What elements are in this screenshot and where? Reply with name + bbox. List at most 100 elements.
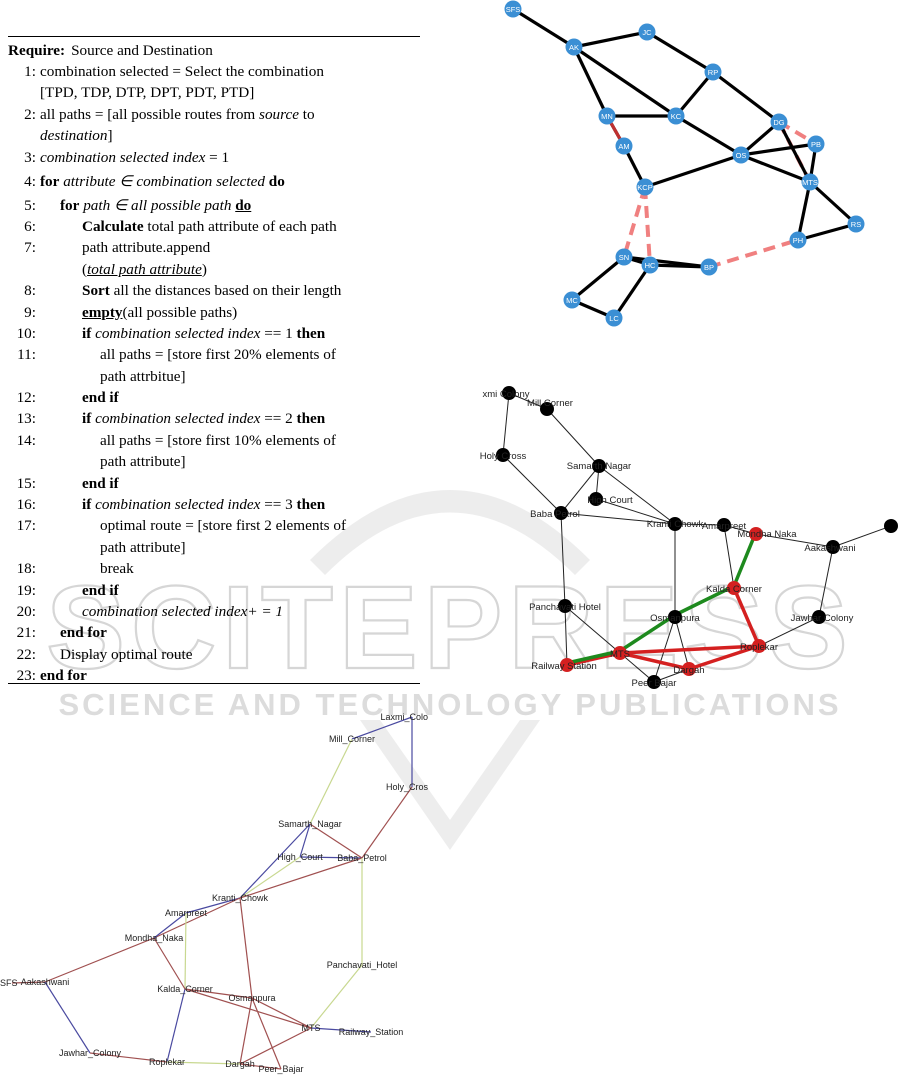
graph-mid-edge xyxy=(595,498,676,525)
graph-mid-node xyxy=(812,610,826,624)
graph-top-node-label: KCP xyxy=(637,183,652,192)
line-text: all paths = [store first 10% elements of xyxy=(100,430,336,451)
line-segment: end if xyxy=(82,581,119,599)
graph-mid-node xyxy=(558,599,572,613)
graph-top-node-label: PB xyxy=(811,140,821,149)
graph-bottom-node-label: Mondha_Naka xyxy=(125,933,184,943)
line-text: end for xyxy=(60,622,107,643)
graph-mid-edge xyxy=(560,512,676,525)
line-segment: == 2 xyxy=(264,410,297,428)
line-segment: combination selected index xyxy=(91,410,265,428)
graph-top-node xyxy=(504,0,522,18)
graph-bottom-edge xyxy=(309,738,353,825)
graph-bottom-edge xyxy=(239,857,363,899)
graph-top-edge xyxy=(573,45,677,118)
line-number: 13: xyxy=(16,410,36,428)
graph-top-edge xyxy=(512,7,575,49)
require-text: Source and Destination xyxy=(71,42,213,59)
graph-bottom-node-label: Aakashwani xyxy=(21,977,70,987)
line-segment: do xyxy=(235,196,252,214)
line-number: 1: xyxy=(24,63,36,80)
line-segment: end if xyxy=(82,474,119,492)
graph-top-edge xyxy=(572,46,609,117)
graph-mid-node-label: Holy Cross xyxy=(480,451,527,462)
graph-top-edge xyxy=(674,70,715,118)
line-segment: if xyxy=(82,496,92,514)
line-segment: path attrbitue] xyxy=(100,367,186,385)
algorithm-line: 3:combination selected index = 1 xyxy=(8,147,420,171)
graph-mid-red-route xyxy=(619,644,760,655)
graph-bottom-edge xyxy=(239,1027,312,1065)
graph-mid-node-label: xmi Colony xyxy=(483,389,530,400)
algorithm-line: 8:Sort all the distances based on their … xyxy=(8,280,420,301)
line-text: all paths = [all possible routes from so… xyxy=(40,104,315,125)
graph-bottom-edge xyxy=(44,981,91,1054)
algorithm-line: 12: end if xyxy=(8,387,420,408)
algorithm-line: 13:if combination selected index == 2 th… xyxy=(8,408,420,429)
line-segment: to xyxy=(298,105,315,123)
graph-top-node-label: SN xyxy=(619,253,629,262)
graph-bottom-edge xyxy=(166,988,186,1063)
line-text: end if xyxy=(82,580,119,601)
graph-top-node xyxy=(704,63,722,81)
graph-bottom-node-label: Laxmi_Colo xyxy=(380,712,428,722)
line-text: if combination selected index == 1 then xyxy=(82,323,325,344)
line-segment: total path attribute of each path xyxy=(143,217,337,235)
graph-mid-green-route xyxy=(732,531,758,587)
line-text: end if xyxy=(82,387,119,408)
graph-top-node-label: BP xyxy=(704,263,714,272)
graph-mid-node-label: Jawhar Colony xyxy=(791,613,854,624)
line-segment: all paths = [all possible routes from xyxy=(40,105,260,123)
line-segment: combination selected index xyxy=(40,148,206,166)
graph-top-edge xyxy=(712,70,780,124)
graph-top-edge xyxy=(740,153,811,184)
graph-mid-edge xyxy=(502,454,562,514)
line-text: path attrbitue] xyxy=(100,366,186,387)
graph-mid-edge xyxy=(758,616,820,647)
graph-mid-edge xyxy=(755,533,834,548)
graph-bottom-node-label: Kranti_Chowk xyxy=(212,893,269,903)
line-text: combination selected = Select the combin… xyxy=(40,61,324,82)
graph-mid-node xyxy=(717,518,731,532)
graph-bottom-edge xyxy=(361,786,413,859)
graph-top-edge xyxy=(573,30,648,49)
line-segment: == 1 xyxy=(264,324,297,342)
graph-mid-node-label: Kranti Chowk xyxy=(647,519,704,530)
line-segment: combination selected = Select the combin… xyxy=(40,63,324,80)
line-segment: path ∈ all possible path xyxy=(79,196,236,214)
line-segment: empty xyxy=(82,303,123,321)
graph-top-node-label: JC xyxy=(642,28,652,37)
graph-top-edge xyxy=(644,153,742,189)
line-segment: if xyxy=(82,410,92,428)
line-text: for attribute ∈ combination selected do xyxy=(40,171,285,192)
graph-mid-node xyxy=(496,448,510,462)
graph-top-node-label: MN xyxy=(601,112,613,121)
graph-bottom-node-label: Samarth_Nagar xyxy=(278,819,342,829)
graph-top-edge xyxy=(646,30,714,74)
graph-mid-node xyxy=(613,646,627,660)
graph-top-node xyxy=(667,107,685,125)
graph-mid-node-label: Baba Petrol xyxy=(530,509,580,520)
graph-bottom-node-label: Panchavati_Hotel xyxy=(327,960,398,970)
graph-top-node xyxy=(789,231,807,249)
algorithm-line: 10:if combination selected index == 1 th… xyxy=(8,323,420,344)
graph-top-node xyxy=(807,135,825,153)
line-segment: end for xyxy=(60,624,107,642)
line-segment: combination selected index xyxy=(91,324,265,342)
graph-top-node xyxy=(847,215,865,233)
graph-mid-edge xyxy=(564,605,621,654)
graph-top-node-label: PH xyxy=(793,236,803,245)
line-number: 5: xyxy=(24,196,36,214)
line-number: 7: xyxy=(24,239,36,257)
line-segment: attribute ∈ combination selected xyxy=(59,172,269,190)
algorithm-line: path attribute] xyxy=(8,537,420,558)
line-number: 18: xyxy=(16,560,36,578)
line-number: 19: xyxy=(16,581,36,599)
line-number: 17: xyxy=(16,517,36,535)
graph-mid-node-label: MTS xyxy=(610,649,630,660)
graph-top-node-label: OS xyxy=(736,151,747,160)
algorithm-top-rule xyxy=(8,36,420,37)
line-number: 12: xyxy=(16,389,36,407)
graph-top-dashed-edge xyxy=(622,186,647,258)
